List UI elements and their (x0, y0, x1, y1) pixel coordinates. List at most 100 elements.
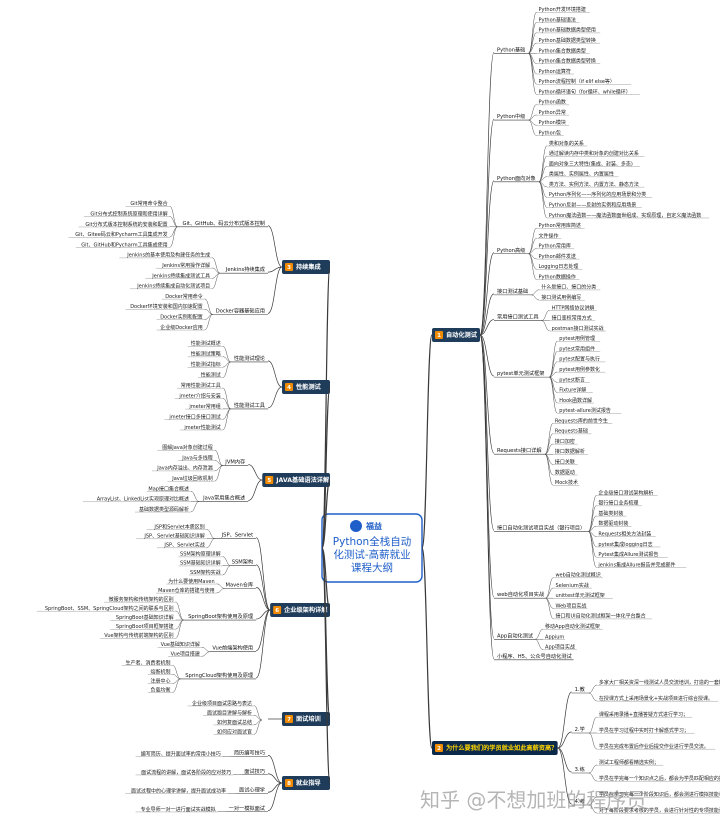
leaf-item: 编写简历、提升面试率的常用小技巧 (141, 750, 221, 757)
leaf-link (201, 651, 210, 657)
leaf-item: Python开发环境搭建 (538, 6, 585, 13)
branch-label: 性能测试 (295, 383, 322, 391)
branch-label: 持续集成 (296, 263, 322, 271)
leaf-link (528, 114, 537, 121)
leaf-item: 对于每阶段要求考核的学员，会进行针对性的专项技能讲解。 (599, 807, 720, 814)
leaf-link (206, 529, 215, 539)
leaf-link (172, 678, 181, 693)
group-label: SpringCloud架构使用及原理 (185, 671, 254, 679)
leaf-link (169, 216, 178, 227)
branch-label: 企业级架构详解 (283, 606, 328, 614)
leaf-item: Jenkins持续集成测试工具 (151, 272, 210, 279)
leaf-item: Python包 (538, 130, 560, 137)
leaf-link (538, 145, 548, 183)
leaf-link (538, 181, 548, 218)
leaf-item: Appium (545, 634, 564, 640)
leaf-link (588, 692, 597, 702)
leaf-item: JSP和Servlet本质区别 (153, 524, 204, 531)
leaf-item: Git分布式版本控制系统的安装和配置 (85, 221, 167, 228)
leaf-link (253, 705, 263, 721)
group-label: SpringBoot架构使用及原理 (188, 612, 254, 620)
leaf-link (222, 345, 231, 363)
leaf-link (549, 376, 558, 404)
branch-number-badge (435, 331, 443, 339)
group-label: Python中级 (497, 112, 525, 120)
group-link (267, 360, 283, 388)
leaf-item: 性能测试指标 (191, 361, 221, 368)
leaf-item: Hook函数详解 (559, 397, 592, 404)
branch-node (282, 712, 330, 726)
branch-number-badge (435, 744, 443, 752)
group-link (479, 293, 495, 336)
leaf-link (544, 423, 554, 455)
leaf-item: ArrayList、LinkedList实现原理对比概述 (97, 496, 189, 503)
leaf-item: 接口加密 (555, 438, 575, 445)
leaf-link (253, 715, 263, 721)
leaf-item: Jenkins的基本使用及构建任务的生成 (126, 252, 210, 259)
leaf-item: Requests库的前世今生 (555, 417, 608, 424)
leaf-item: jmeter性能测试 (183, 424, 220, 431)
leaf-link (214, 460, 223, 466)
group-label: Git、GitHub、码云分布式版本控制 (182, 219, 265, 227)
leaf-link (222, 565, 231, 576)
leaf-link (588, 772, 597, 782)
group-label: Python高级 (497, 246, 525, 254)
leaf-item: 银行接口业务梳理 (598, 500, 638, 507)
group-label: Vue前端架构使用 (212, 644, 253, 652)
group-link (256, 587, 271, 611)
leaf-item: 注册中心 (151, 677, 171, 684)
group-link (479, 334, 495, 660)
leaf-item: 性能测试概述 (191, 340, 221, 347)
leaf-item: 在授课方式上采用场景化+实战项目进行综合授课。 (599, 695, 713, 702)
group-label: pytest单元测试框架 (497, 369, 544, 377)
leaf-item: Python邮件发送 (538, 253, 575, 260)
group-label: 4.考 (575, 798, 585, 805)
leaf-link (528, 22, 537, 54)
leaf-link (175, 619, 184, 630)
branch-node (270, 603, 330, 617)
leaf-item: pytest断言 (559, 376, 585, 383)
leaf-item: 图解Java对象创建过程 (162, 444, 213, 451)
leaf-item: Python函数 (538, 99, 565, 106)
leaf-item: Pytest集成Allure测试报告 (598, 551, 658, 558)
group-link (479, 118, 495, 336)
center-title-line: 课程大纲 (351, 561, 393, 574)
leaf-link (528, 227, 537, 254)
leaf-item: jmeter接口多接口测试 (168, 413, 220, 420)
leaf-item: Python数据操作 (538, 273, 575, 280)
leaf-item: Python基础语法 (538, 16, 575, 23)
leaf-item: 什么是接口、接口的分类 (541, 284, 596, 291)
leaf-item: Python异常 (538, 109, 565, 116)
leaf-item: jmeter介绍与安装 (178, 392, 220, 399)
leaf-item: 学员在学完每一个知识点之后，都会为学员匹配相应的技能练习题。 (599, 775, 720, 782)
branch-number: 5 (267, 478, 271, 484)
leaf-item: 课程采用录播+直播答疑方式进行学习； (599, 711, 688, 718)
group-link (557, 731, 572, 749)
leaf-link (175, 610, 184, 621)
leaf-link (204, 309, 213, 315)
group-link (479, 334, 495, 454)
leaf-item: 专业导师一对一进行面试实战模拟 (141, 806, 216, 813)
leaf-link (549, 361, 558, 378)
leaf-item: Python集合数据类型 (538, 47, 585, 54)
branch-node (262, 473, 330, 487)
leaf-item: postman接口测试实战 (552, 325, 604, 332)
group-label: 3.练 (575, 765, 585, 773)
group-link (479, 319, 495, 336)
group-label: Jenkins持续集成 (225, 265, 265, 273)
group-label: web自动化项目实战 (497, 590, 545, 598)
leaf-item: 生产者、消费者机制 (126, 659, 171, 666)
branch-number: 4 (287, 385, 291, 391)
leaf-link (544, 454, 554, 476)
branch-label: 就业指导 (296, 779, 321, 787)
leaf-item: Python模块 (538, 119, 565, 126)
group-label: Python基础 (497, 45, 525, 53)
leaf-link (545, 587, 554, 599)
leaf-item: Python序列化——序列化的应用场景和分类 (549, 191, 646, 198)
leaf-item: Git、GitHub和Pycharm工具集成使用 (81, 241, 167, 248)
leaf-item: pytest-allure测试报告 (559, 407, 611, 414)
leaf-item: 接口关联 (555, 459, 575, 466)
leaf-item: SSM架构实战 (190, 569, 221, 576)
leaf-item: 熔断机制 (151, 668, 171, 675)
